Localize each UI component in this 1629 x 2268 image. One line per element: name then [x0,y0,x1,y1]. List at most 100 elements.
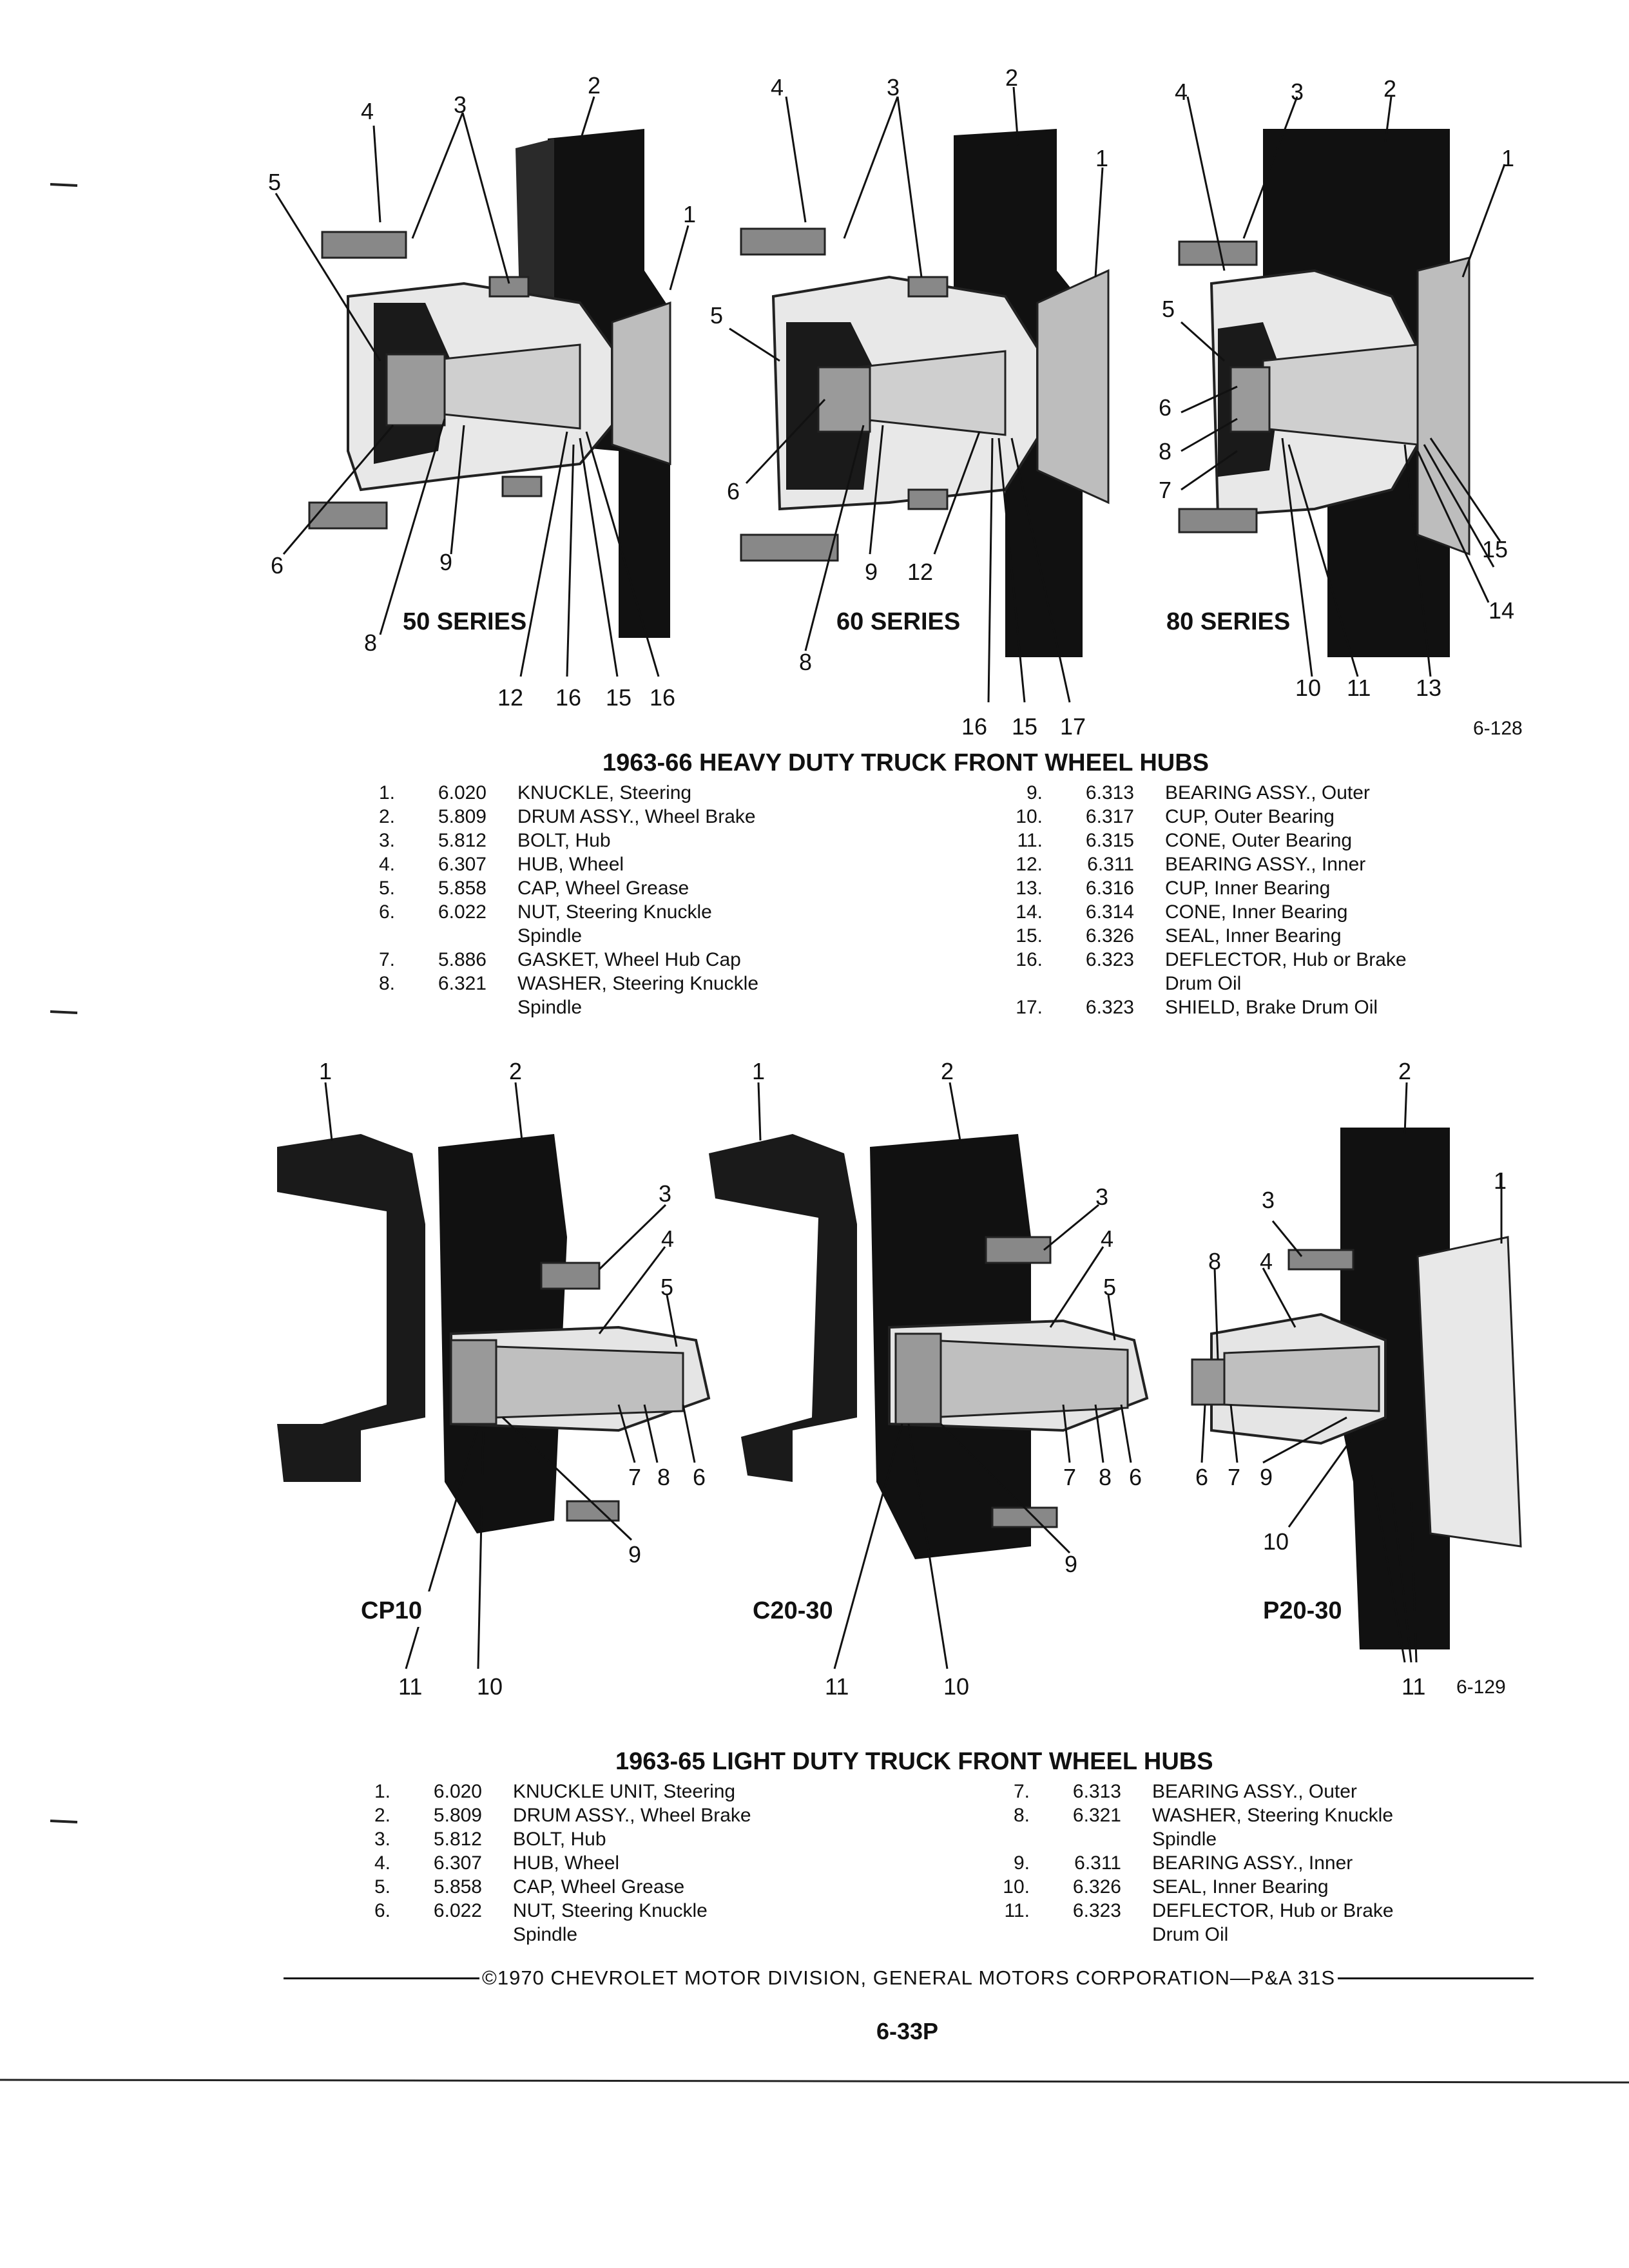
series-label-50: 50 SERIES [403,608,526,635]
part-name: KNUCKLE, Steering [517,782,692,803]
part-number: 6. [378,901,395,923]
callout-label: 9 [1065,1551,1077,1577]
callout-label: 3 [1095,1184,1108,1210]
callout-label: 17 [1060,713,1086,740]
part-number: 11. [1017,830,1043,851]
part-number: 9. [1013,1852,1030,1874]
callout-label: 15 [606,684,631,711]
part-number: 9. [1026,782,1043,803]
callout-label: 13 [1416,675,1441,701]
callout-label: 3 [887,74,900,101]
callout-label: 8 [1159,438,1171,465]
callout-label: 12 [907,559,933,585]
part-code: 6.321 [438,973,487,994]
callout-label: 1 [1494,1168,1507,1194]
part-number: 16. [1016,949,1043,970]
series-label-p20-30: P20-30 [1263,1597,1342,1624]
callout-label: 2 [941,1058,954,1084]
part-name: CUP, Outer Bearing [1165,806,1335,827]
part-name: GASKET, Wheel Hub Cap [517,949,741,970]
part-number: 1. [378,782,395,803]
callout-label: 4 [771,74,784,101]
part-number: 14. [1016,901,1043,923]
callout-label: 7 [628,1464,641,1490]
part-code: 5.809 [438,806,487,827]
callout-label: 2 [588,72,601,99]
series-label-80: 80 SERIES [1166,608,1290,635]
callout-label: 5 [1103,1274,1116,1300]
copyright-text: ©1970 CHEVROLET MOTOR DIVISION, GENERAL … [482,1966,1335,1989]
part-name: BEARING ASSY., Inner [1165,854,1366,875]
callout-label: 9 [1260,1464,1273,1490]
callout-label: 9 [439,549,452,575]
callout-label: 8 [364,629,377,656]
callout-label: 5 [710,302,723,329]
part-number: 4. [378,854,395,875]
part-number: 6. [374,1900,390,1921]
part-code: 6.326 [1085,925,1134,947]
part-code: 6.022 [438,901,487,923]
copyright-footer: ©1970 CHEVROLET MOTOR DIVISION, GENERAL … [284,1966,1534,1990]
part-number: 3. [374,1829,390,1850]
part-number: 8. [1013,1805,1030,1826]
callout-label: 14 [1489,597,1514,624]
parts-list-item: 3. 5.812 BOLT, Hub [353,1827,751,1851]
callout-label: 12 [497,684,523,711]
part-code: 6.313 [1085,782,1134,803]
part-name: HUB, Wheel [517,854,624,875]
callout-label: 6 [1195,1464,1208,1490]
page-number: 6-33P [876,2018,939,2044]
part-name: CUP, Inner Bearing [1165,878,1331,899]
callout-label: 16 [961,713,987,740]
part-number: 15. [1016,925,1043,947]
callout-label: 1 [1095,145,1108,171]
part-name: SEAL, Inner Bearing [1152,1876,1329,1898]
callout-label: 3 [1262,1187,1275,1213]
callout-label: 2 [1383,75,1396,102]
callout-label: 10 [1263,1528,1289,1555]
part-number: 2. [374,1805,390,1826]
part-number: 11. [1004,1900,1030,1921]
part-number: 2. [378,806,395,827]
part-name: BOLT, Hub [517,830,611,851]
part-code: 6.307 [433,1852,482,1874]
callout-label: 3 [454,91,467,118]
callout-label: 10 [943,1673,969,1700]
part-code: 6.323 [1072,1900,1121,1921]
footer-rule-left [284,1977,480,1979]
callout-label: 4 [661,1225,674,1252]
part-number: 5. [378,878,395,899]
parts-list-item: 7. 5.886 GASKET, Wheel Hub Cap [358,948,758,972]
part-code: 5.812 [433,1829,482,1850]
part-code: 6.022 [433,1900,482,1921]
footer-rule-right [1338,1977,1534,1979]
part-code: 6.323 [1085,949,1134,970]
callout-label: 1 [1501,145,1514,171]
series-label-60: 60 SERIES [836,608,960,635]
part-number: 7. [378,949,395,970]
part-name: BOLT, Hub [513,1829,606,1850]
diagram-p20-30 [1191,1128,1522,1649]
callout-label: 1 [752,1058,765,1084]
callout-label: 4 [1260,1248,1273,1274]
part-code: 5.886 [438,949,487,970]
part-number: 1. [374,1781,390,1802]
part-code: 6.326 [1072,1876,1121,1898]
part-name-continued: Spindle [513,1924,578,1945]
callout-label: 16 [650,684,675,711]
part-code: 6.311 [1087,854,1134,875]
